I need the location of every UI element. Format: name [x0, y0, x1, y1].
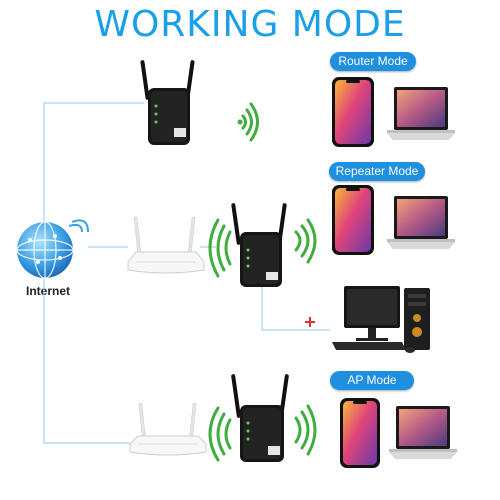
- wifi-icon: [294, 404, 317, 456]
- laptop-icon: [387, 196, 455, 249]
- desktop-pc-icon: [332, 286, 430, 353]
- globe-icon: [16, 219, 89, 279]
- plus-icon: [305, 317, 315, 327]
- internet-label: Internet: [25, 284, 70, 298]
- extender-icon: [140, 60, 195, 145]
- page-title: WORKING MODE: [94, 4, 406, 45]
- ap-mode-label: AP Mode: [330, 371, 414, 390]
- router-icon: [129, 402, 207, 456]
- wifi-icon: [294, 218, 317, 264]
- extender-icon: [231, 374, 289, 462]
- wifi-icon: [208, 218, 232, 278]
- laptop-icon: [389, 406, 457, 459]
- connector-lines: [43, 102, 330, 444]
- phone-icon: [340, 398, 380, 468]
- phone-icon: [332, 185, 374, 255]
- wifi-icon: [208, 406, 232, 462]
- repeater-mode-label: Repeater Mode: [329, 162, 425, 181]
- phone-icon: [332, 77, 374, 147]
- laptop-icon: [387, 87, 455, 140]
- router-icon: [127, 216, 205, 274]
- router-mode-label: Router Mode: [330, 52, 416, 71]
- wifi-icon: [237, 102, 259, 142]
- extender-icon: [231, 203, 287, 287]
